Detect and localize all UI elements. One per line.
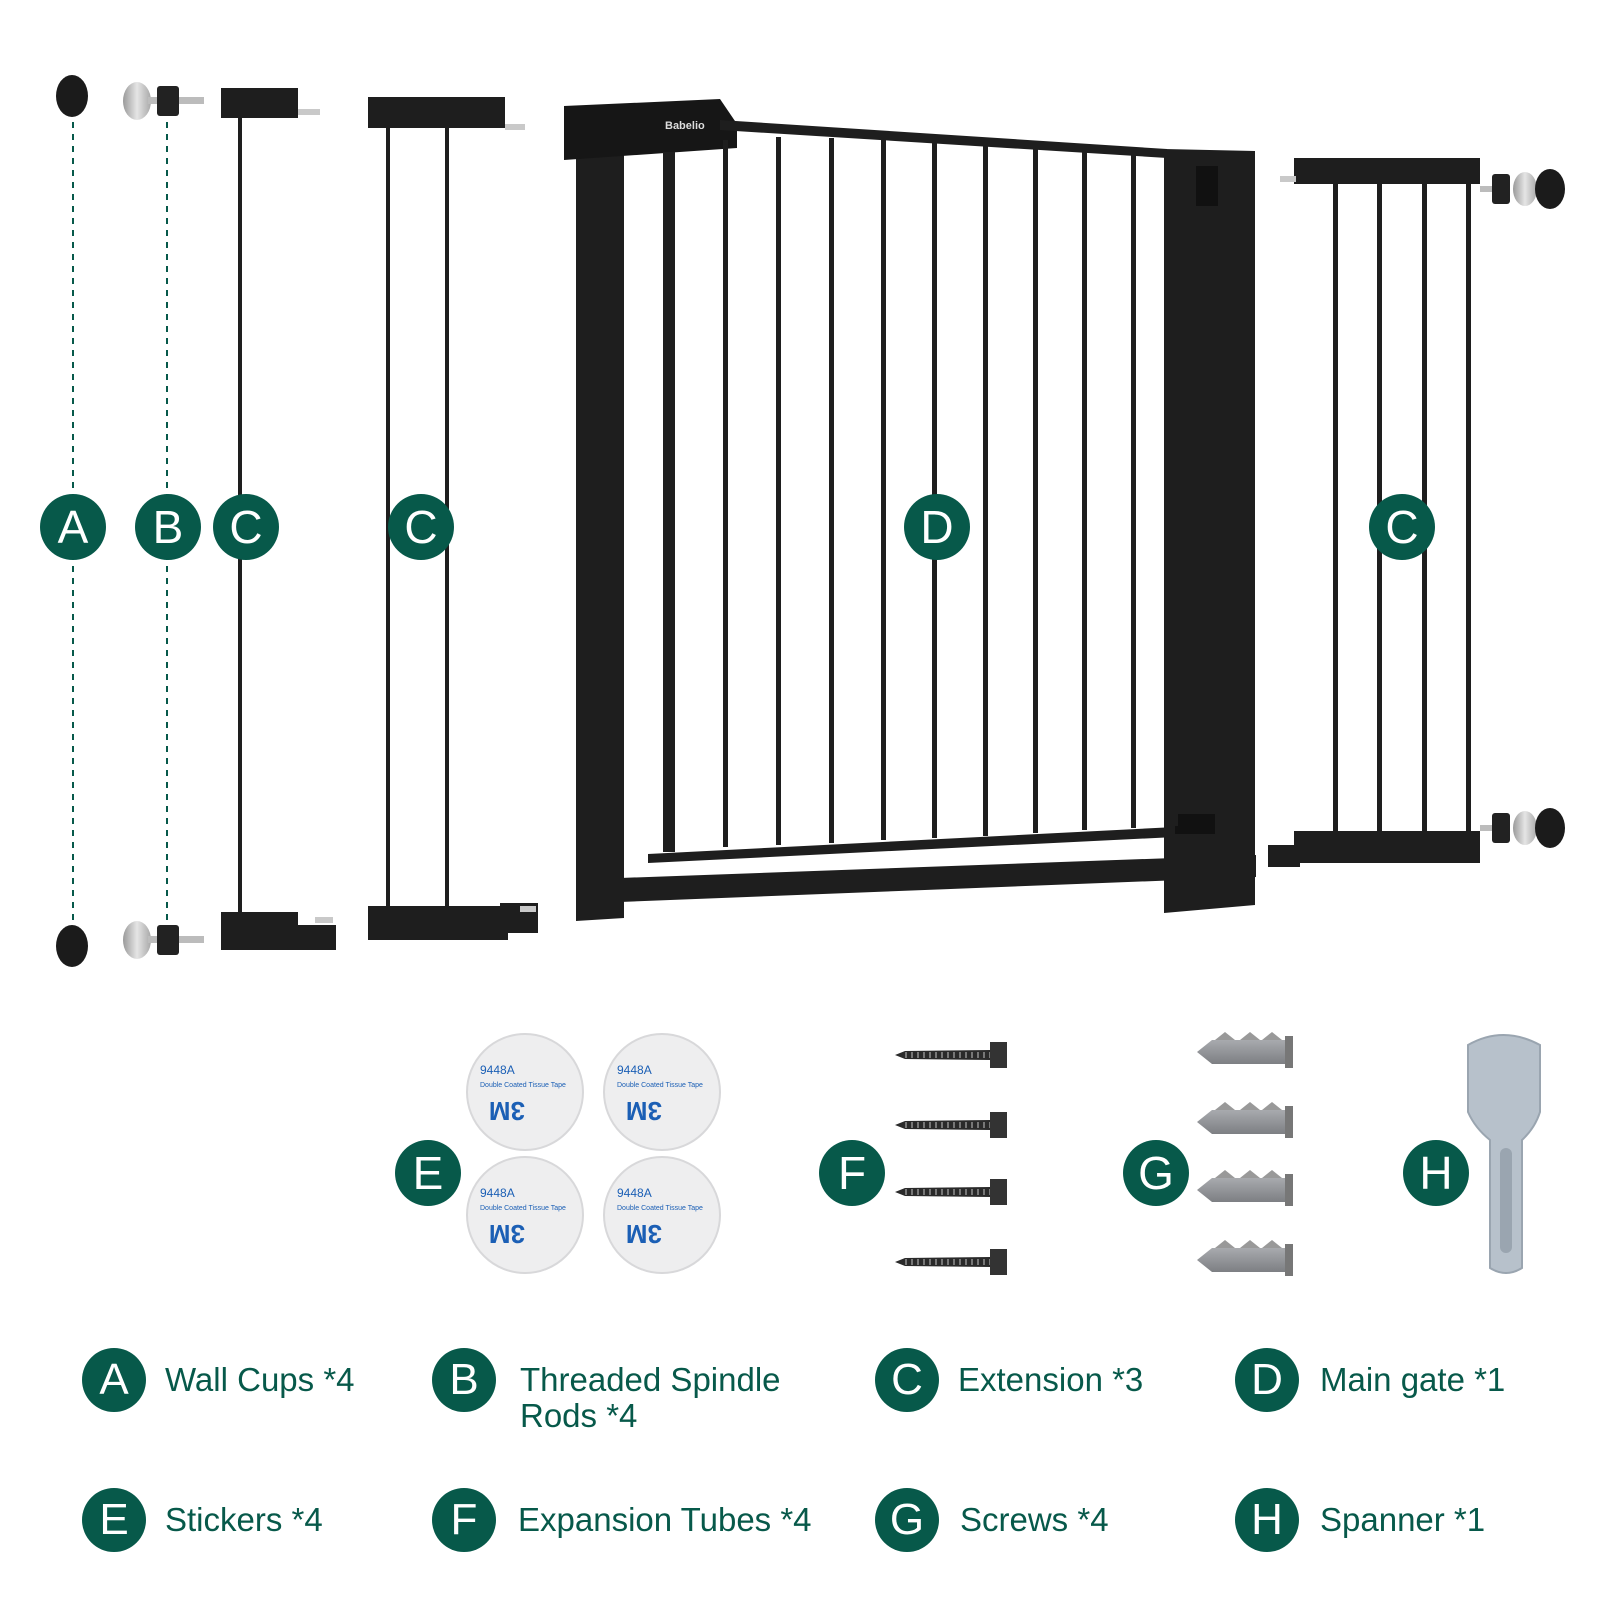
stickers: 9448A Double Coated Tissue Tape 3M 9448A… [466,1033,721,1274]
svg-text:3M: 3M [489,1219,525,1249]
sticker-2: 9448A Double Coated Tissue Tape 3M [603,1033,721,1151]
legend-text-main-gate: Main gate *1 [1320,1361,1506,1398]
badge-c-large: C [1369,494,1435,560]
legend-text-extension: Extension *3 [958,1361,1144,1398]
legend-badge-f: F [432,1488,496,1552]
svg-text:9448A: 9448A [480,1063,515,1077]
legend-badge-h: H [1235,1488,1299,1552]
sticker-4: 9448A Double Coated Tissue Tape 3M [603,1156,721,1274]
badge-d: D [904,494,970,560]
spanner [1467,1034,1541,1274]
svg-text:Double Coated Tissue Tape: Double Coated Tissue Tape [480,1205,566,1212]
screws [895,1042,1007,1275]
sticker-1: 9448A Double Coated Tissue Tape 3M [466,1033,584,1151]
svg-text:Double Coated Tissue Tape: Double Coated Tissue Tape [617,1082,703,1089]
legend-badge-d: D [1235,1348,1299,1412]
badge-c-medium: C [388,494,454,560]
spindle-rod-right-bottom [1480,808,1565,848]
badge-b: B [135,494,201,560]
screw-2 [895,1112,1007,1138]
tube-1 [1197,1032,1293,1068]
legend-text-spanner: Spanner *1 [1320,1501,1486,1538]
legend-badge-b: B [432,1348,496,1412]
legend-text-spindle-rods: Threaded Spindle Rods *4 [520,1361,781,1434]
legend-text-screws: Screws *4 [960,1501,1109,1538]
badge-h: H [1403,1140,1469,1206]
svg-text:9448A: 9448A [617,1063,652,1077]
sticker-3: 9448A Double Coated Tissue Tape 3M [466,1156,584,1274]
tube-2 [1197,1102,1293,1138]
legend-text-stickers: Stickers *4 [165,1501,323,1538]
badge-g: G [1123,1140,1189,1206]
svg-text:3M: 3M [626,1096,662,1126]
spindle-rod-bottom [123,921,204,959]
legend-badge-c: C [875,1348,939,1412]
spindle-rod-right-top [1480,169,1565,209]
legend-badge-e: E [82,1488,146,1552]
brand-logo: Babelio [665,120,705,132]
badge-a: A [40,494,106,560]
svg-text:9448A: 9448A [480,1186,515,1200]
spindle-rod-top [123,82,204,120]
svg-text:3M: 3M [489,1096,525,1126]
legend-text-wall-cups: Wall Cups *4 [165,1361,355,1398]
legend-badge-a: A [82,1348,146,1412]
svg-text:3M: 3M [626,1219,662,1249]
screw-4 [895,1249,1007,1275]
wall-cup-top [56,75,88,117]
svg-text:9448A: 9448A [617,1186,652,1200]
expansion-tubes [1197,1032,1293,1276]
screw-3 [895,1179,1007,1205]
svg-text:Double Coated Tissue Tape: Double Coated Tissue Tape [480,1082,566,1089]
tube-3 [1197,1170,1293,1206]
main-gate: Babelio [564,99,1256,921]
tube-4 [1197,1240,1293,1276]
badge-e: E [395,1140,461,1206]
screw-1 [895,1042,1007,1068]
badge-f: F [819,1140,885,1206]
legend-badge-g: G [875,1488,939,1552]
badge-c-small: C [213,494,279,560]
svg-text:Double Coated Tissue Tape: Double Coated Tissue Tape [617,1205,703,1212]
wall-cup-bottom [56,925,88,967]
legend-text-expansion-tubes: Expansion Tubes *4 [518,1501,812,1538]
